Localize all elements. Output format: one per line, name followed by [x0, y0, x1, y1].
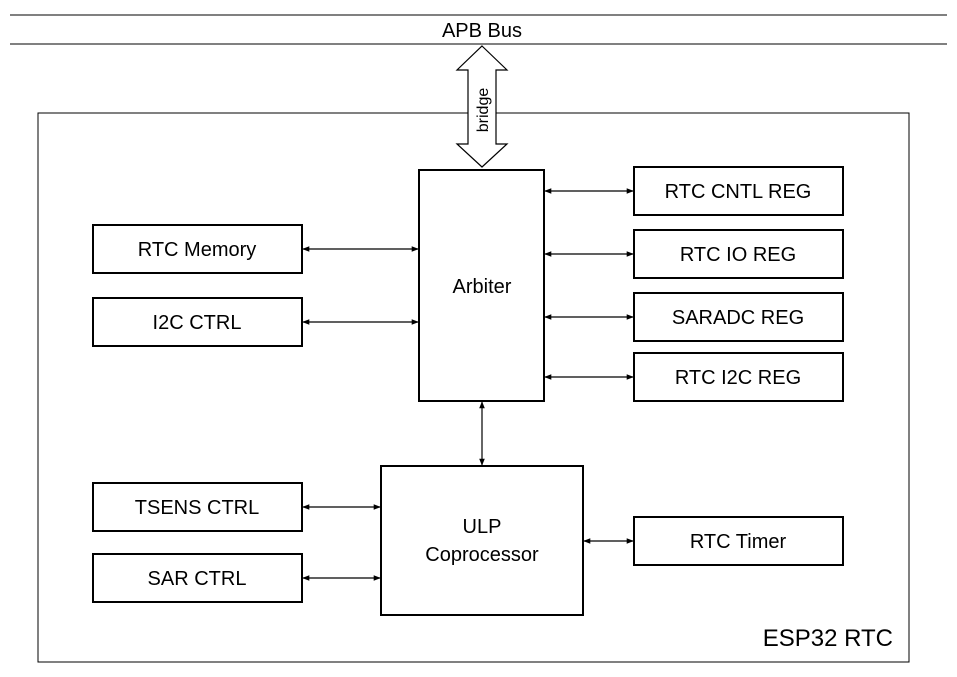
tsens-ctrl-label: TSENS CTRL: [135, 497, 259, 519]
arbiter-block: [418, 169, 545, 402]
ulp-label-line2: Coprocessor: [425, 544, 539, 566]
ulp-label-line1: ULP: [463, 516, 502, 538]
saradc-reg-label: SARADC REG: [672, 307, 804, 329]
i2c-ctrl-label: I2C CTRL: [153, 312, 242, 334]
rtc-io-reg-block: [633, 229, 844, 279]
container-label: ESP32 RTC: [763, 625, 893, 652]
saradc-reg-block: [633, 292, 844, 342]
rtc-io-reg-label: RTC IO REG: [680, 244, 796, 266]
tsens-ctrl-block: [92, 482, 303, 532]
rtc-memory-label: RTC Memory: [138, 239, 257, 261]
rtc-timer-block: [633, 516, 844, 566]
rtc-cntl-reg-label: RTC CNTL REG: [665, 181, 812, 203]
bridge-arrow: [455, 45, 509, 168]
rtc-i2c-reg-label: RTC I2C REG: [675, 367, 801, 389]
rtc-cntl-reg-block: [633, 166, 844, 216]
rtc-i2c-reg-block: [633, 352, 844, 402]
i2c-ctrl-block: [92, 297, 303, 347]
sar-ctrl-label: SAR CTRL: [148, 568, 247, 590]
rtc-timer-label: RTC Timer: [690, 531, 787, 553]
sar-ctrl-block: [92, 553, 303, 603]
ulp-coprocessor-block: [380, 465, 584, 616]
arbiter-label: Arbiter: [453, 276, 512, 298]
bridge-label: bridge: [475, 88, 492, 133]
rtc-memory-block: [92, 224, 303, 274]
apb-bus-label: APB Bus: [442, 20, 522, 42]
